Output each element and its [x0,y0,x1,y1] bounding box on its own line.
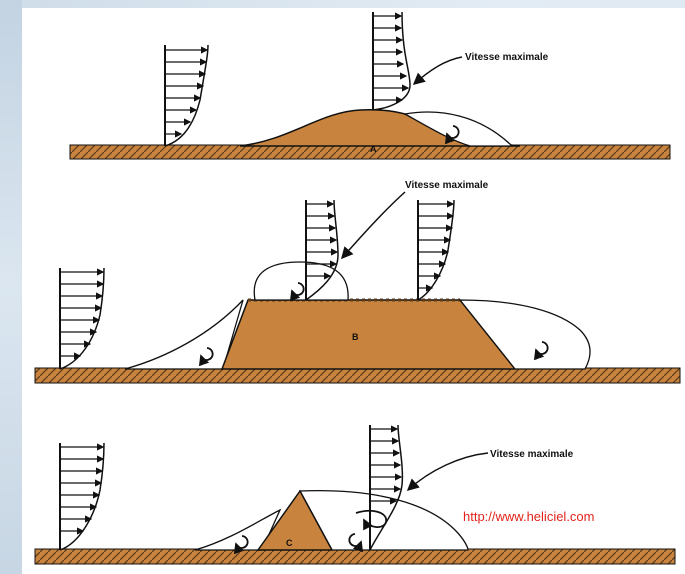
label-section-b: B [352,332,359,342]
watermark-url: http://www.heliciel.com [463,509,595,524]
velocity-profile-a1 [165,45,208,146]
velocity-profile-b3 [418,200,454,300]
ground-c [35,549,675,564]
velocity-profile-b1 [60,268,104,369]
ground-b [35,368,680,383]
label-max-speed-b: Vitesse maximale [405,180,489,191]
diagram-b: Vitesse maximale B [35,180,680,383]
label-max-speed-c: Vitesse maximale [490,449,574,460]
velocity-profile-c1 [60,443,104,550]
diagram-c: Vitesse maximale C [35,425,675,564]
label-section-c: C [286,538,293,548]
label-max-speed-a: Vitesse maximale [465,52,549,63]
diagram-a: Vitesse maximale A [70,12,670,159]
pointer-arrow-b [342,192,405,258]
label-section-a: A [370,144,377,154]
velocity-profile-a2 [373,12,410,110]
pointer-arrow-c [408,453,488,490]
pointer-arrow-a [414,57,462,84]
